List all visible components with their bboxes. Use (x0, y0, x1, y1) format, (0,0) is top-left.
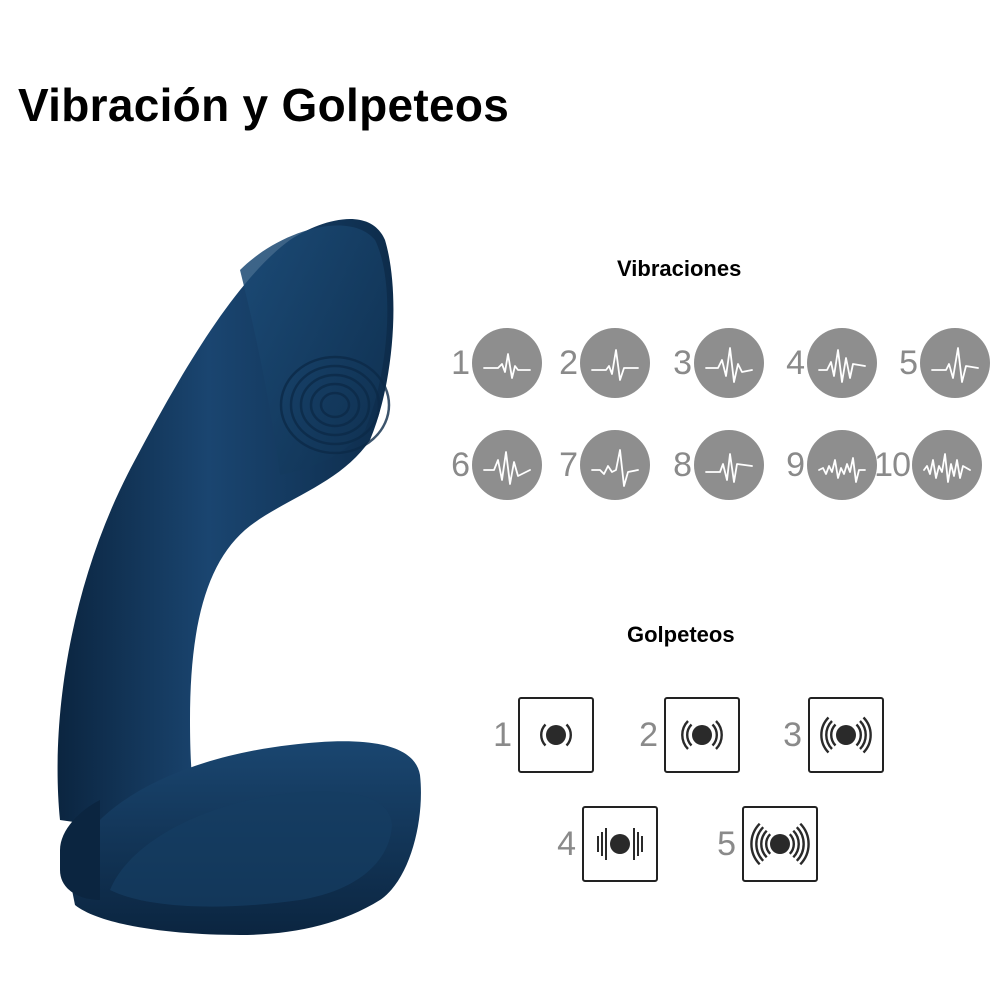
vibration-number: 9 (786, 446, 805, 484)
tapping-level-1-icon (518, 697, 594, 773)
tapping-item: 2 (632, 697, 740, 773)
page-title: Vibración y Golpeteos (18, 79, 510, 131)
vibration-item: 8 (662, 430, 764, 500)
vibration-number: 6 (451, 446, 470, 484)
vibration-item: 5 (888, 328, 990, 398)
product-illustration (57, 219, 421, 935)
vibration-item: 3 (662, 328, 764, 398)
vibration-pattern-10-icon (912, 430, 982, 500)
tapping-number: 1 (493, 716, 512, 754)
tapping-item: 1 (486, 697, 594, 773)
vibration-pattern-6-icon (472, 430, 542, 500)
vibration-pattern-3-icon (694, 328, 764, 398)
vibration-item: 9 (775, 430, 877, 500)
tapping-item: 5 (710, 806, 818, 882)
vibrations-heading: Vibraciones (617, 256, 742, 281)
tapping-number: 5 (717, 825, 736, 863)
vibration-pattern-5-icon (920, 328, 990, 398)
vibration-item: 1 (440, 328, 542, 398)
tapping-number: 3 (783, 716, 802, 754)
tapping-number: 2 (639, 716, 658, 754)
tapping-level-2-icon (664, 697, 740, 773)
vibration-number: 10 (874, 446, 911, 484)
vibration-pattern-9-icon (807, 430, 877, 500)
vibration-number: 8 (673, 446, 692, 484)
vibration-item: 6 (440, 430, 542, 500)
product-image (40, 200, 440, 950)
vibration-number: 3 (673, 344, 692, 382)
vibration-item: 10 (874, 430, 982, 500)
tapping-number: 4 (557, 825, 576, 863)
vibration-pattern-7-icon (580, 430, 650, 500)
vibration-number: 5 (899, 344, 918, 382)
tapping-level-4-icon (582, 806, 658, 882)
vibration-item: 7 (548, 430, 650, 500)
vibration-item: 2 (548, 328, 650, 398)
vibration-pattern-8-icon (694, 430, 764, 500)
tapping-heading: Golpeteos (627, 622, 735, 647)
vibration-pattern-1-icon (472, 328, 542, 398)
vibration-pattern-4-icon (807, 328, 877, 398)
vibration-pattern-2-icon (580, 328, 650, 398)
vibration-number: 2 (559, 344, 578, 382)
tapping-level-5-icon (742, 806, 818, 882)
tapping-item: 4 (550, 806, 658, 882)
tapping-level-3-icon (808, 697, 884, 773)
vibration-number: 4 (786, 344, 805, 382)
tapping-item: 3 (776, 697, 884, 773)
vibration-number: 1 (451, 344, 470, 382)
vibration-number: 7 (559, 446, 578, 484)
vibration-item: 4 (775, 328, 877, 398)
